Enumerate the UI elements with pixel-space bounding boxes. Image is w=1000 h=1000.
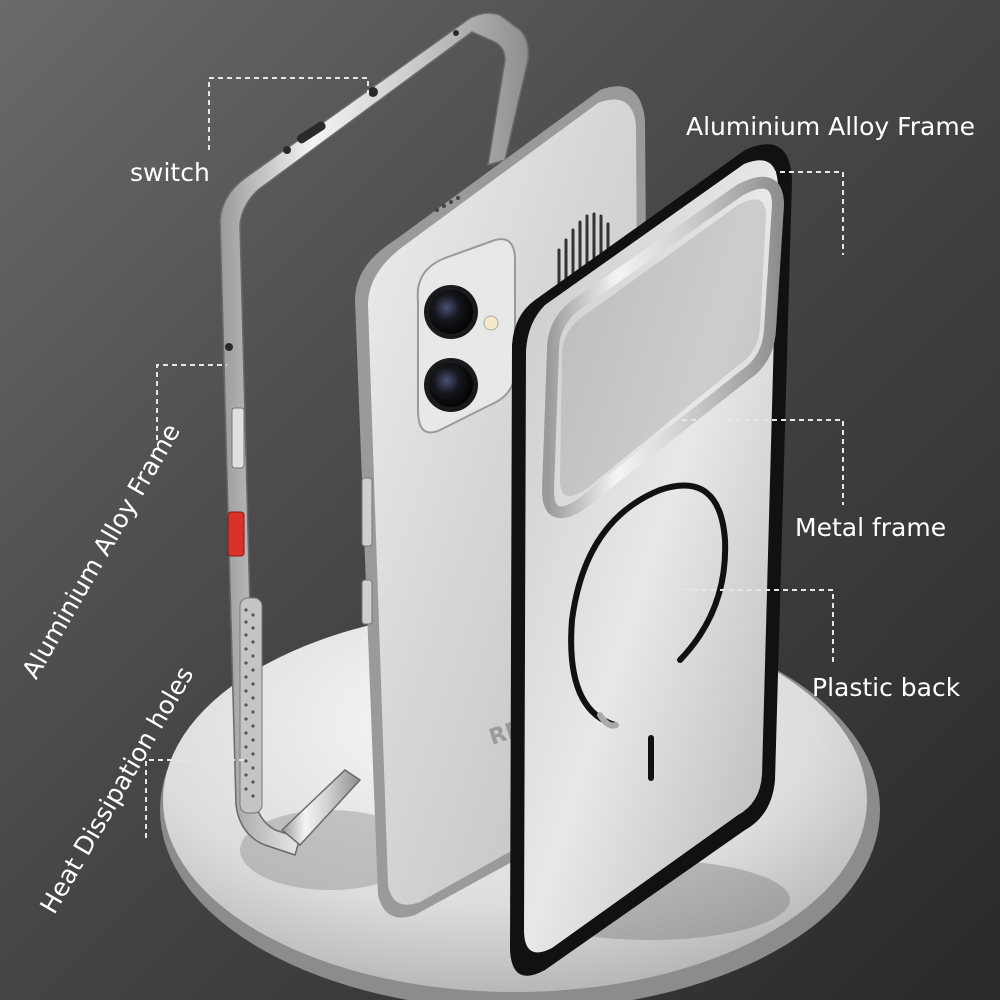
- plastic-back-leader: [684, 589, 834, 665]
- heat-holes-leader: [145, 759, 245, 838]
- camera-lens-top: [429, 290, 473, 334]
- label-plastic-back: Plastic back: [812, 673, 961, 702]
- camera-lens-bottom: [429, 363, 473, 407]
- metal-frame: [541, 176, 785, 519]
- heat-dissipation-holes: [239, 597, 263, 814]
- label-aluminium-frame-top: Aluminium Alloy Frame: [686, 112, 976, 141]
- bumper-frame: [219, 12, 530, 856]
- flash: [483, 315, 499, 331]
- magsafe-ring: [568, 482, 729, 728]
- phone-case: [510, 144, 792, 976]
- metal-frame-leader: [682, 419, 844, 505]
- plastic-back: [524, 160, 778, 953]
- red-button: [227, 511, 245, 557]
- aluminium-frame-top-leader: [735, 171, 844, 255]
- aluminium-frame-side-leader: [156, 364, 227, 440]
- label-switch: switch: [130, 158, 210, 187]
- label-metal-frame: Metal frame: [795, 513, 947, 542]
- leader-lines: [145, 77, 844, 838]
- switch-leader: [208, 77, 369, 150]
